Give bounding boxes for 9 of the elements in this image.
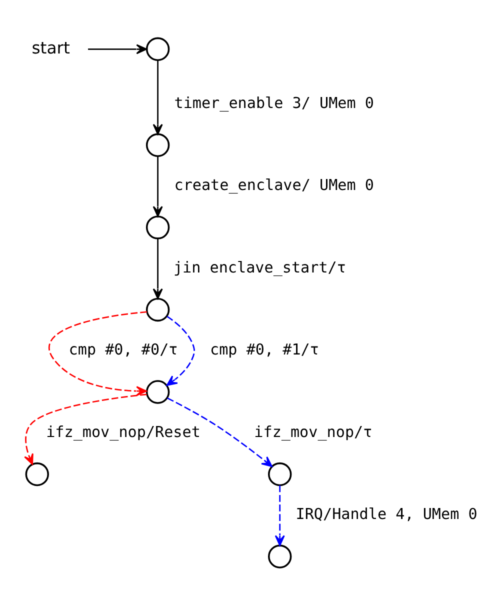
edge-label: timer_enable 3/ UMem 0 bbox=[174, 94, 374, 112]
edge-label: IRQ/Handle 4, UMem 0 bbox=[296, 505, 478, 524]
edge-label: ifz_mov_nop/τ bbox=[254, 422, 372, 441]
edge-label: cmp #0, #0/τ bbox=[68, 340, 178, 359]
edge-label: jin enclave_start/τ bbox=[173, 258, 346, 276]
edge-label: cmp #0, #1/τ bbox=[210, 340, 319, 359]
node-text: start bbox=[32, 38, 70, 58]
edge-label: ifz_mov_nop/Reset bbox=[46, 422, 200, 441]
edge-label: create_enclave/ UMem 0 bbox=[174, 176, 374, 194]
